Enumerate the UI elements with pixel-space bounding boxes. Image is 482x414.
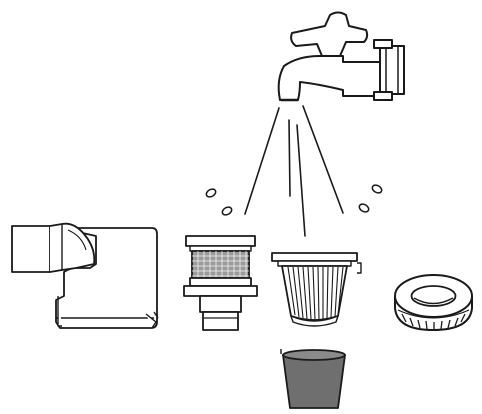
mesh-filter-icon: [184, 236, 257, 330]
hepa-filter-icon: [272, 253, 361, 326]
foam-ring-icon: [395, 275, 472, 330]
water-stream-icon: [245, 106, 343, 236]
dust-bin-icon: [12, 224, 158, 328]
droplet-icon: [205, 183, 383, 216]
cup-icon: [281, 349, 345, 408]
faucet-icon: [279, 13, 404, 101]
